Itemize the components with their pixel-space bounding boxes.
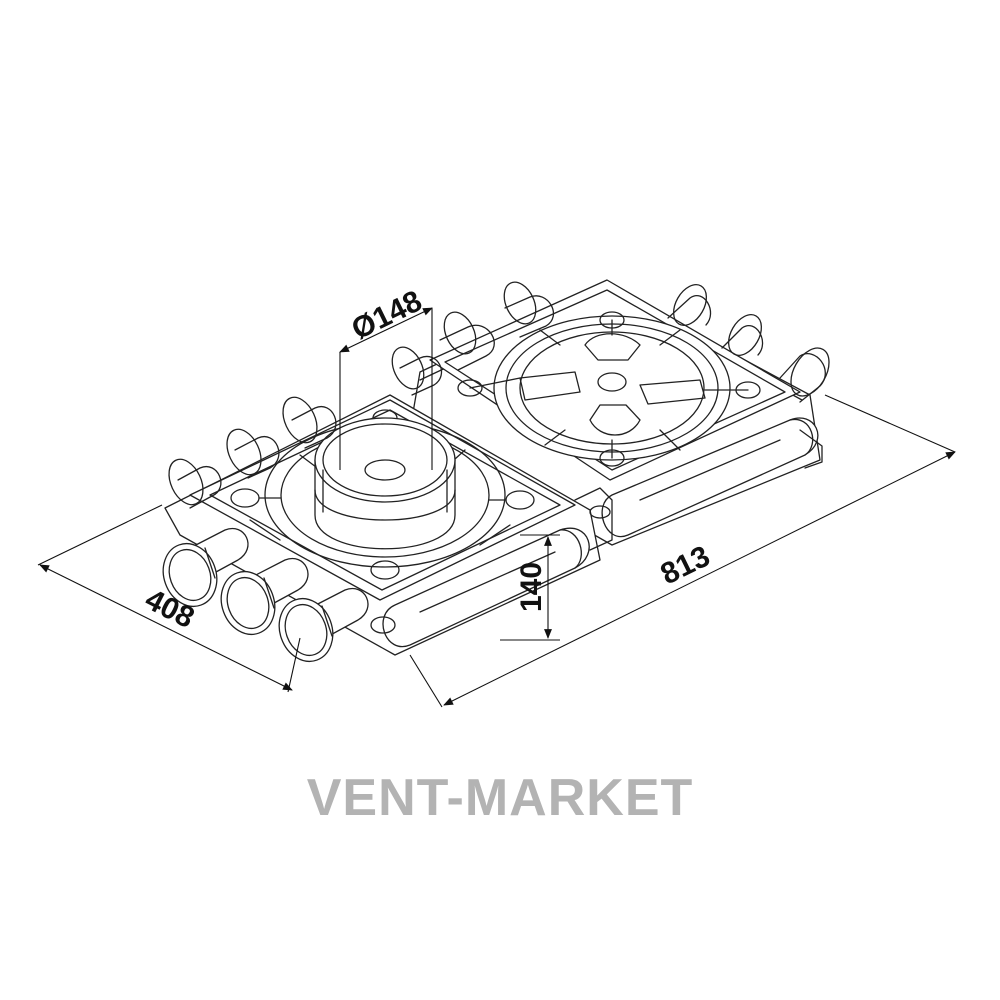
length-label: 813 — [656, 540, 715, 592]
front-box-spigot-rear-1 — [168, 458, 222, 509]
front-box-spigot-rear-2 — [226, 428, 280, 479]
rear-spigot-4 — [667, 284, 712, 326]
rear-spigot-5 — [721, 314, 764, 356]
rear-spigot-1 — [439, 311, 495, 371]
front-box-spigot-rear-3 — [282, 396, 337, 449]
diameter-label: Ø148 — [347, 284, 427, 346]
watermark-text: VENT-MARKET — [306, 769, 694, 827]
rear-spigot-3 — [391, 346, 443, 396]
rear-spigot-2 — [503, 281, 555, 338]
main-collar — [314, 417, 456, 550]
width-dimension — [37, 504, 301, 693]
height-label: 140 — [515, 562, 548, 612]
rear-spigot-6 — [779, 347, 830, 403]
diameter-dimension — [339, 307, 433, 470]
length-dimension — [409, 394, 956, 708]
